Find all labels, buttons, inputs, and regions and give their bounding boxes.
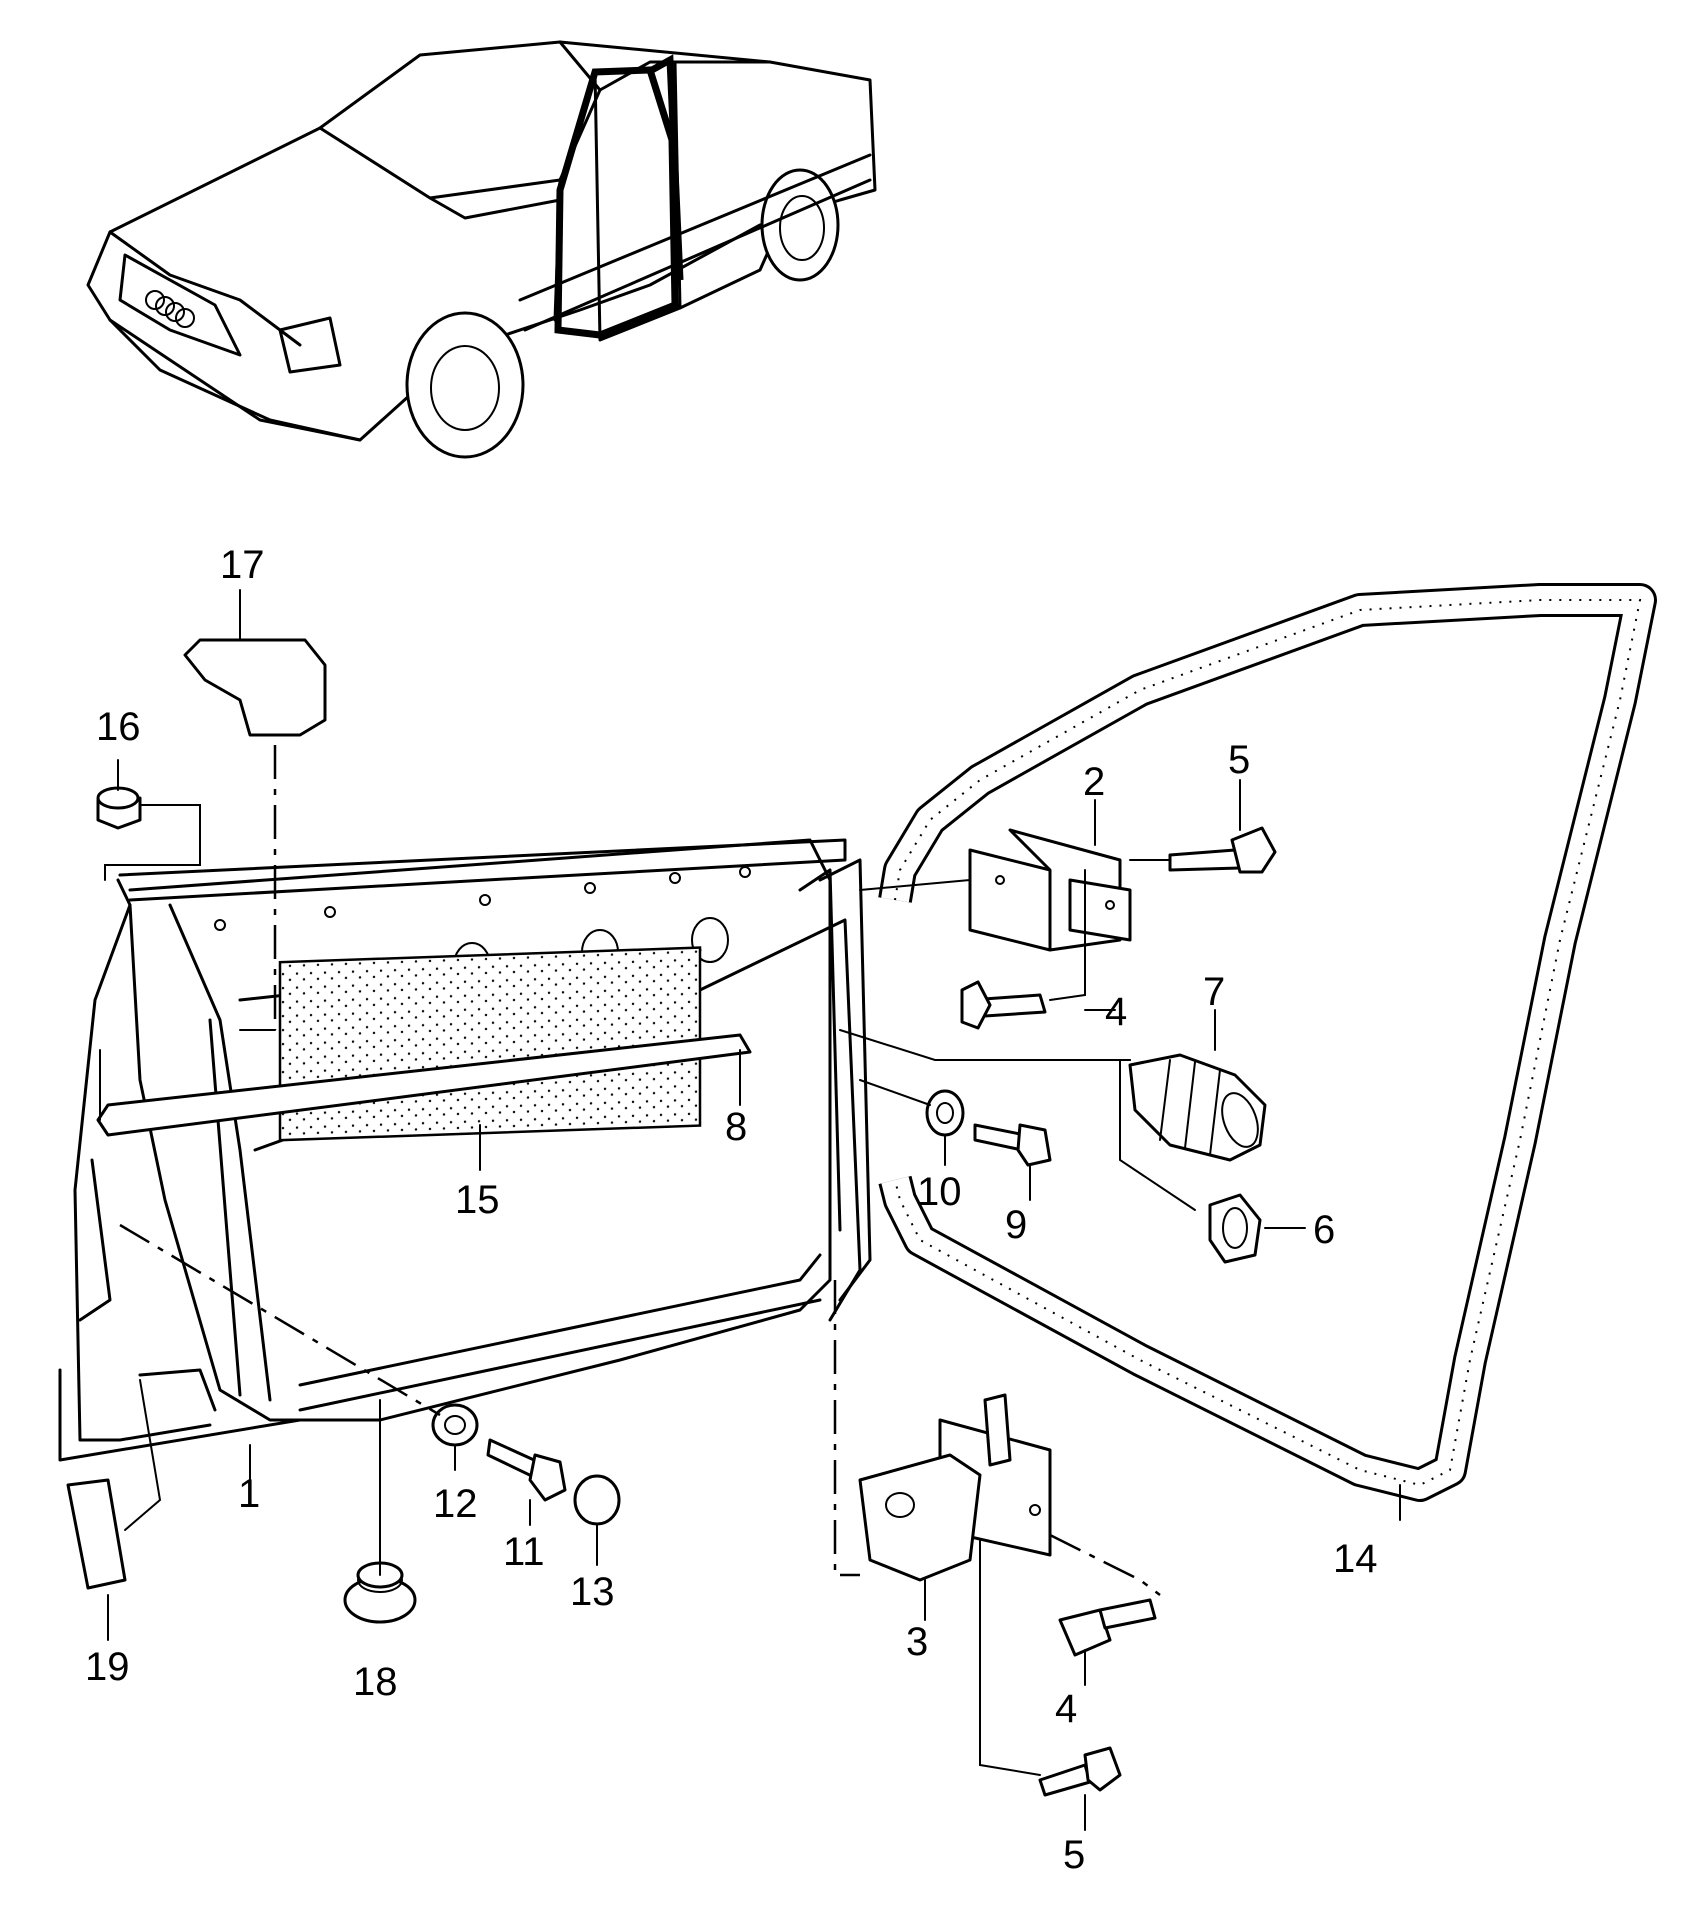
- callout-labels: 1 2 3 4 4 5 5 6 7 8 9 10 11 12 13 14 15 …: [85, 543, 1378, 1877]
- callout-5a: 5: [1228, 738, 1250, 782]
- callout-7: 7: [1203, 970, 1225, 1014]
- screw: [973, 1123, 1052, 1167]
- cap: [183, 638, 327, 737]
- lower-bolts: [1038, 1598, 1157, 1797]
- impact-bar: [96, 1033, 752, 1137]
- grommet: [1128, 1053, 1267, 1162]
- callout-19: 19: [85, 1645, 130, 1689]
- callout-5b: 5: [1063, 1833, 1085, 1877]
- callout-18: 18: [353, 1660, 398, 1704]
- callout-10: 10: [917, 1170, 962, 1214]
- hinge-bolts: [960, 826, 1277, 1030]
- bolt-11: [486, 1438, 567, 1502]
- cap-13: [573, 1474, 621, 1526]
- callout-1: 1: [238, 1472, 260, 1516]
- callout-8: 8: [725, 1105, 747, 1149]
- callout-4b: 4: [1055, 1687, 1077, 1731]
- plug: [1208, 1193, 1262, 1264]
- callout-16: 16: [96, 705, 141, 749]
- washer: [925, 1089, 965, 1137]
- door-shell: [58, 838, 872, 1462]
- leader-lines: [99, 589, 1401, 1831]
- callout-17: 17: [220, 543, 265, 587]
- callout-13: 13: [570, 1570, 615, 1614]
- callout-12: 12: [433, 1482, 478, 1526]
- callout-15: 15: [455, 1178, 500, 1222]
- callout-2: 2: [1083, 760, 1105, 804]
- callout-4a: 4: [1105, 990, 1127, 1034]
- callout-9: 9: [1005, 1203, 1027, 1247]
- callout-11: 11: [503, 1530, 545, 1574]
- callout-6: 6: [1313, 1208, 1335, 1252]
- car-illustration: [86, 40, 877, 459]
- door-seal: [878, 583, 1657, 1502]
- callout-14: 14: [1333, 1537, 1378, 1581]
- door-check: [858, 1393, 1052, 1582]
- hinge: [968, 828, 1132, 952]
- callout-3: 3: [906, 1620, 928, 1664]
- label-sticker: [66, 1478, 127, 1590]
- washer-12: [431, 1403, 479, 1447]
